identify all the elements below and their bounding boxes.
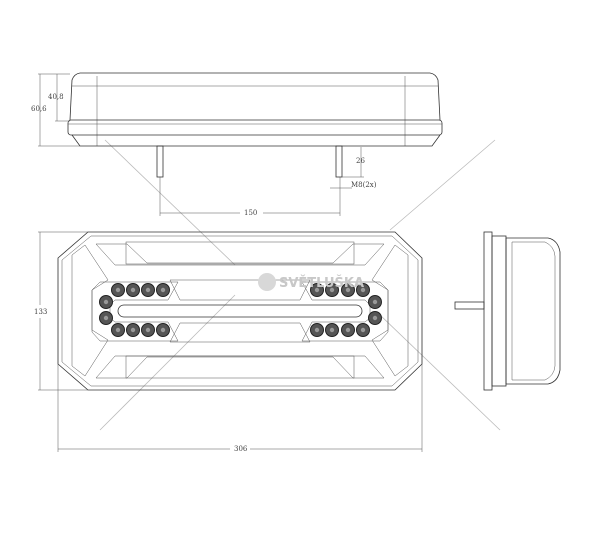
side-view [454, 231, 561, 391]
front-view: SVĚTLUŠKA 133 306 [34, 231, 423, 453]
led-lens [345, 287, 351, 293]
led-lens [145, 327, 151, 333]
led-lens [360, 287, 366, 293]
led-lens [130, 327, 136, 333]
led-lens [160, 287, 166, 293]
led-lens [115, 287, 121, 293]
top-view: 40,8 60,6 26 M8(2x) 150 [31, 72, 443, 217]
led-lens [329, 287, 335, 293]
stud-thread-label: M8(2x) [351, 181, 377, 189]
watermark-lines [99, 139, 501, 431]
led-lens [115, 327, 121, 333]
led-lens [314, 327, 320, 333]
watermark-logo-icon [258, 273, 276, 291]
led-lens [103, 315, 109, 321]
led-lens [145, 287, 151, 293]
dim-width: 306 [234, 445, 248, 453]
led-lens [314, 287, 320, 293]
led-lens [103, 299, 109, 305]
dim-height: 133 [34, 308, 47, 316]
led-lens [160, 327, 166, 333]
watermark-text: SVĚTLUŠKA [279, 275, 364, 291]
led-lens [360, 327, 366, 333]
dim-total-height: 60,6 [31, 105, 47, 113]
led-lens [372, 299, 378, 305]
dim-stud-length: 26 [356, 157, 365, 165]
led-lens [329, 327, 335, 333]
led-array [99, 283, 382, 337]
led-lens [372, 315, 378, 321]
led-lens [345, 327, 351, 333]
led-lens [130, 287, 136, 293]
dim-body-height: 40,8 [48, 93, 64, 101]
dim-stud-spacing: 150 [244, 209, 257, 217]
